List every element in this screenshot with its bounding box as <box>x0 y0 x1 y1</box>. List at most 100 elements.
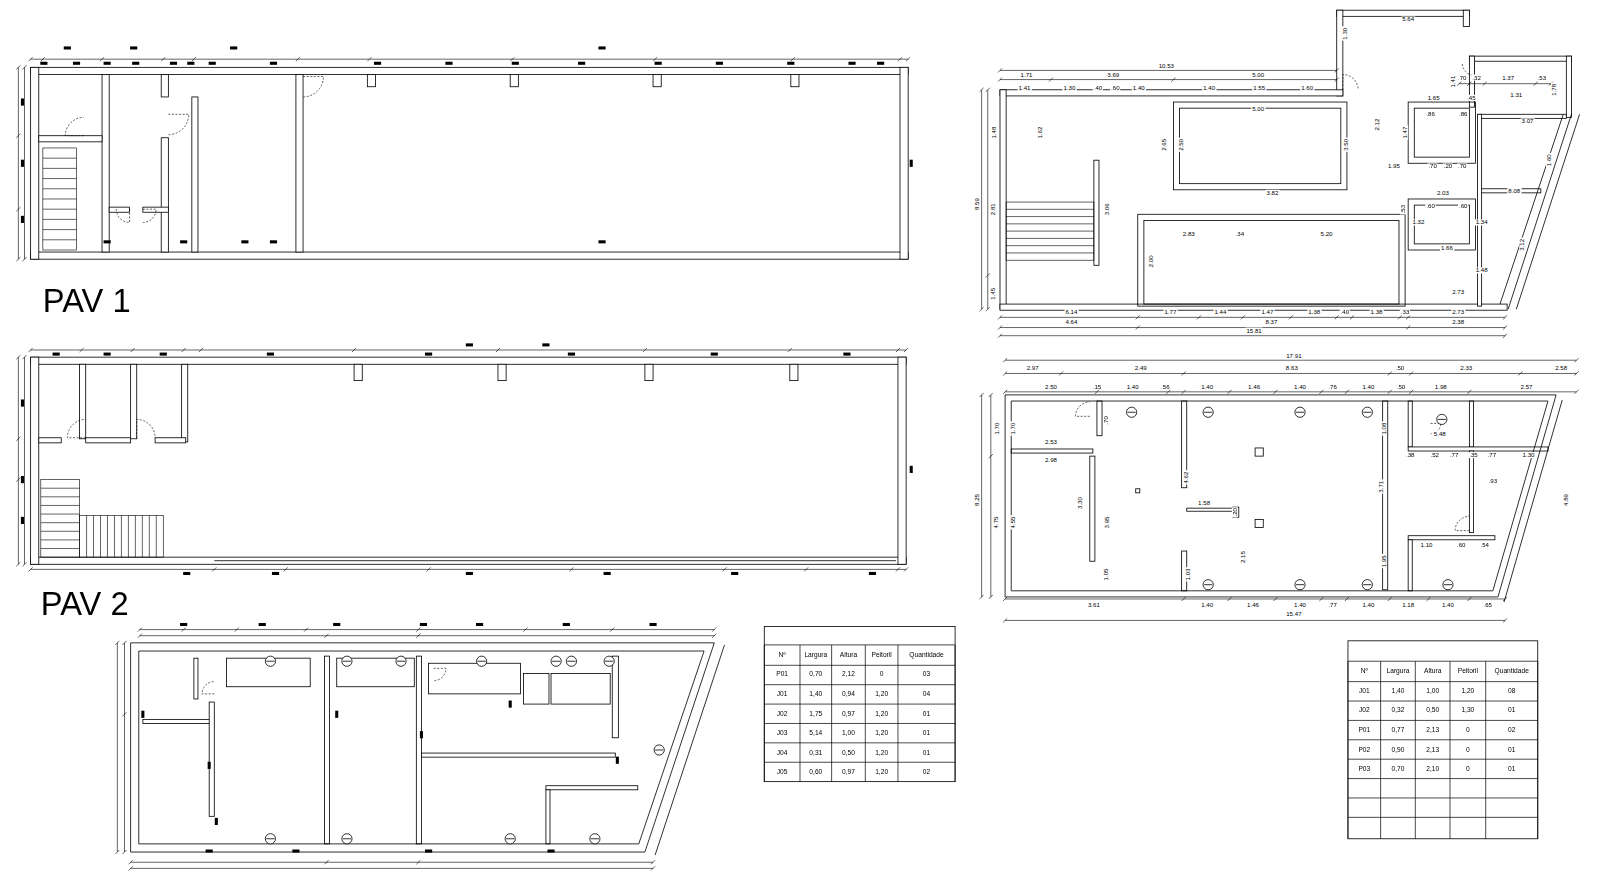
light-fixture <box>1443 580 1453 590</box>
dimension-tick <box>1335 78 1339 82</box>
light-fixture <box>551 656 561 666</box>
dimension-tick <box>1503 315 1507 319</box>
dimension-text: .60 <box>1456 542 1467 548</box>
door-swing <box>168 114 188 134</box>
dimension-tick <box>100 57 104 61</box>
dimension-text: 5.20 <box>1320 231 1334 237</box>
annotation-mark <box>598 46 605 49</box>
table-rule <box>897 645 898 782</box>
dimension-text: .70 <box>1103 415 1109 426</box>
dimension-tick <box>906 57 910 61</box>
dimension-tick <box>16 562 20 566</box>
dimension-text: 1.95 <box>1387 163 1401 169</box>
stair-step <box>41 548 80 549</box>
dimension-text: 2.98 <box>1044 457 1058 463</box>
dimension-text: 1.08 <box>1381 422 1387 436</box>
stair-step <box>149 515 150 557</box>
light-fixture <box>604 656 614 666</box>
schedule-cell: 0,60 <box>809 769 822 776</box>
dimension-text: 5.48 <box>1433 431 1447 437</box>
schedule-cell: 0,97 <box>842 711 855 718</box>
stair-step <box>1006 216 1094 217</box>
annotation-mark <box>215 818 218 825</box>
annotation-mark <box>270 240 277 243</box>
dimension-line <box>981 90 982 309</box>
dimension-tick <box>1503 597 1507 601</box>
dimension-tick <box>651 866 655 870</box>
dimension-text: 5.00 <box>1251 106 1265 112</box>
dimension-line <box>1005 620 1505 621</box>
dimension-tick <box>898 57 902 61</box>
wall <box>546 786 638 790</box>
dimension-text: 1.62 <box>1037 126 1043 140</box>
light-fixture-bar <box>1204 412 1212 413</box>
schedule-cell: 1,20 <box>1461 688 1474 695</box>
dimension-tick <box>129 866 133 870</box>
dimension-tick <box>1197 315 1201 319</box>
annotation-mark <box>512 62 519 65</box>
dimension-text: .65 <box>1482 602 1493 608</box>
annotation-mark <box>53 353 60 356</box>
table-rule <box>1485 661 1486 839</box>
dimension-tick <box>653 57 657 61</box>
dimension-tick <box>1003 390 1007 394</box>
wall <box>31 252 909 259</box>
annotation-mark <box>604 572 611 575</box>
stair-step <box>43 209 77 210</box>
dimension-text: .53 <box>1537 74 1548 80</box>
annotation-mark <box>731 572 738 575</box>
schedule-cell: 01 <box>923 730 930 737</box>
light-fixture <box>654 745 664 755</box>
annotation-mark <box>542 343 549 346</box>
light-fixture <box>342 656 352 666</box>
dimension-text: 1.37 <box>1501 74 1515 80</box>
schedule-cell: P03 <box>1358 766 1370 773</box>
outline-path <box>655 645 724 855</box>
dimension-line <box>31 349 907 350</box>
dimension-tick <box>989 595 993 599</box>
dimension-text: 1.45 <box>990 287 996 301</box>
dimension-tick <box>129 860 133 864</box>
stair-step <box>41 539 80 540</box>
dimension-tick <box>980 88 984 92</box>
schedule-cell: 1,40 <box>1392 688 1405 695</box>
dimension-tick <box>904 348 908 352</box>
dimension-tick <box>427 567 431 571</box>
dimension-tick <box>29 57 33 61</box>
wall <box>143 719 212 723</box>
door-swing <box>1455 516 1469 530</box>
table-rule <box>1380 661 1381 839</box>
outline-path <box>1005 395 1556 597</box>
wall <box>416 656 421 844</box>
door-swing <box>116 209 129 222</box>
annotation-mark <box>563 623 570 626</box>
dimension-text: 2.12 <box>1373 118 1379 132</box>
table-rule <box>764 684 955 685</box>
stair-step <box>43 229 77 230</box>
schedule-cell: 2,13 <box>1426 727 1439 734</box>
door-swing <box>1343 74 1358 89</box>
outline-path <box>214 560 896 561</box>
dimension-text: 2.15 <box>1240 550 1246 564</box>
table-rule <box>1537 661 1538 839</box>
schedule-cell: J05 <box>777 769 788 776</box>
annotation-mark <box>848 62 855 65</box>
dimension-text: .35 <box>1468 452 1479 458</box>
stair-step <box>43 219 77 220</box>
annotation-mark <box>910 160 913 167</box>
dimension-text: .86 <box>1425 111 1436 117</box>
dimension-text: 8.59 <box>973 197 979 211</box>
schedule-cell: 01 <box>1508 707 1515 714</box>
stair-step <box>135 515 136 557</box>
wall <box>1090 456 1095 561</box>
table-rule <box>764 723 955 724</box>
dimension-text: 15.81 <box>1245 328 1262 334</box>
light-fixture-bar <box>506 838 514 839</box>
wall <box>900 67 908 259</box>
floor-title: PAV 1 <box>43 285 131 318</box>
dimension-tick <box>712 628 716 632</box>
dimension-text: .70 <box>1457 74 1468 80</box>
wall <box>1566 56 1571 117</box>
dimension-text: 1.40 <box>1361 602 1375 608</box>
